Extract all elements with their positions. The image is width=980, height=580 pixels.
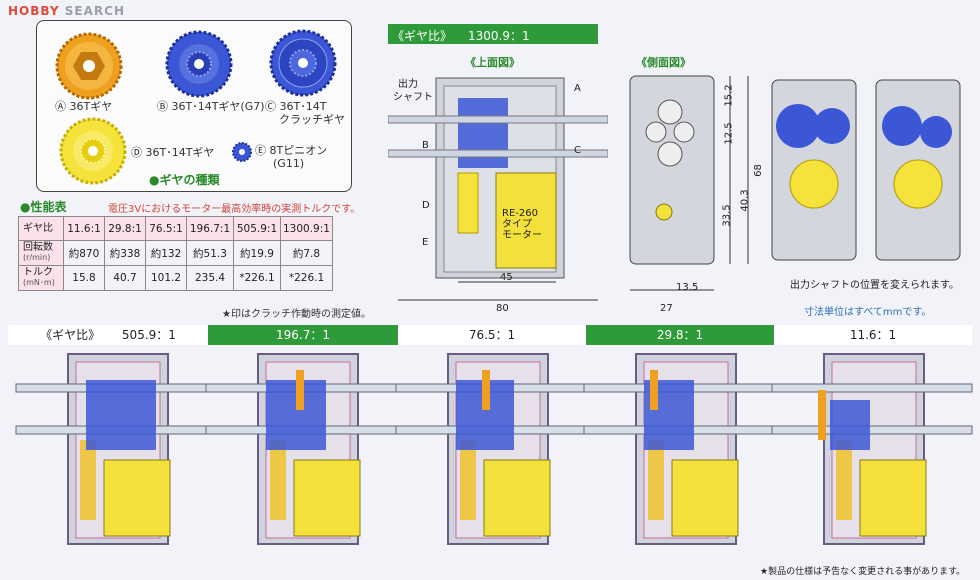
callout-d: D bbox=[422, 200, 430, 211]
bottom-ratio-label: 《ギヤ比》 bbox=[40, 328, 101, 342]
dim-33-5: 33.5 bbox=[721, 204, 733, 227]
ratio-cell: 29.8:1 bbox=[104, 216, 146, 241]
ratio-cell: 1300.9:1 bbox=[280, 216, 333, 241]
side-view-drawing bbox=[629, 75, 749, 291]
config-505-9 bbox=[15, 353, 217, 545]
pinion-e-icon bbox=[232, 142, 252, 162]
logo: HOBBY SEARCH bbox=[8, 4, 125, 18]
bottom-ratio-cell: 76.5：1 bbox=[398, 325, 586, 345]
ratio-cell: 196.7:1 bbox=[186, 216, 234, 241]
gear-a-label: Ⓐ 36Tギヤ bbox=[55, 100, 113, 113]
ratio-value: 76.5：1 bbox=[468, 328, 516, 342]
table-row: トルク(mN･m) 15.8 40.7 101.2 235.4 *226.1 *… bbox=[18, 265, 333, 291]
bottom-ratio-cell: 29.8：1 bbox=[586, 325, 774, 345]
ratio-cell: 505.9:1 bbox=[233, 216, 281, 241]
torque-cell: *226.1 bbox=[280, 265, 333, 291]
row-label-torque: トルク(mN･m) bbox=[18, 265, 64, 291]
dim-45: 45 bbox=[500, 272, 513, 283]
dim-15-2: 15.2 bbox=[723, 84, 735, 107]
table-footnote: ★印はクラッチ作動時の測定値。 bbox=[222, 309, 371, 320]
rpm-cell: 約338 bbox=[104, 240, 146, 266]
dim-80: 80 bbox=[496, 303, 509, 314]
ratio-cell: 76.5:1 bbox=[145, 216, 187, 241]
callout-c: C bbox=[574, 145, 581, 156]
alt-side-views bbox=[771, 79, 961, 261]
config-76-5 bbox=[395, 353, 597, 545]
rpm-cell: 約51.3 bbox=[186, 240, 234, 266]
dim-12-5: 12.5 bbox=[723, 122, 735, 145]
rpm-cell: 約870 bbox=[63, 240, 105, 266]
spec-note: 電圧3Vにおけるモーター最高効率時の実測トルクです。 bbox=[108, 204, 361, 215]
torque-cell: 235.4 bbox=[186, 265, 234, 291]
table-row: 回転数(r/min) 約870 約338 約132 約51.3 約19.9 約7… bbox=[18, 240, 333, 266]
ratio-cell: 11.6:1 bbox=[63, 216, 105, 241]
top-ratio-label: 《ギヤ比》 bbox=[392, 29, 453, 43]
row-label-ratio: ギヤ比 bbox=[18, 216, 64, 241]
spec-title: ●性能表 bbox=[20, 200, 67, 214]
callout-e: E bbox=[422, 237, 429, 248]
gear-e-sublabel: (G11) bbox=[273, 157, 305, 170]
output-shaft-label-1: 出力 bbox=[398, 79, 418, 90]
dim-13-5: 13.5 bbox=[676, 282, 699, 293]
callout-b: B bbox=[422, 140, 429, 151]
gear-c-label: Ⓒ 36T･14T bbox=[265, 100, 327, 113]
footer-note: ★製品の仕様は予告なく変更される事があります。 bbox=[760, 567, 966, 577]
config-29-8 bbox=[583, 353, 785, 545]
bottom-ratio-cell: 《ギヤ比》 505.9：1 bbox=[8, 325, 208, 345]
gear-e-label: Ⓔ 8Tピニオン bbox=[255, 144, 328, 157]
gear-b-label: Ⓑ 36T･14Tギヤ(G7) bbox=[157, 100, 265, 113]
config-11-6 bbox=[771, 353, 973, 545]
gearbox-configurations bbox=[15, 353, 973, 545]
torque-cell: *226.1 bbox=[233, 265, 281, 291]
top-view-title: 《上面図》 bbox=[465, 56, 520, 69]
ratio-value: 29.8：1 bbox=[656, 328, 704, 342]
torque-cell: 101.2 bbox=[145, 265, 187, 291]
rpm-cell: 約132 bbox=[145, 240, 187, 266]
gear-c-sublabel: クラッチギヤ bbox=[279, 113, 345, 126]
rpm-cell: 約19.9 bbox=[233, 240, 281, 266]
top-ratio-bar: 《ギヤ比》 1300.9：1 bbox=[388, 24, 598, 44]
top-view-drawing bbox=[388, 77, 608, 301]
gear-types-title: ●ギヤの種類 bbox=[149, 173, 220, 187]
dim-68: 68 bbox=[752, 164, 764, 177]
rpm-cell: 約7.8 bbox=[280, 240, 333, 266]
gear-b-icon bbox=[165, 30, 233, 98]
torque-cell: 15.8 bbox=[63, 265, 105, 291]
callout-a: A bbox=[574, 83, 581, 94]
gear-illustrations bbox=[55, 29, 337, 185]
gear-d-icon bbox=[59, 117, 127, 185]
spec-table: ギヤ比 11.6:1 29.8:1 76.5:1 196.7:1 505.9:1… bbox=[18, 216, 333, 291]
ratio-value: 505.9：1 bbox=[121, 328, 176, 342]
output-position-note: 出力シャフトの位置を変えられます。 bbox=[790, 280, 959, 291]
top-ratio-value: 1300.9：1 bbox=[468, 29, 530, 43]
table-row: ギヤ比 11.6:1 29.8:1 76.5:1 196.7:1 505.9:1… bbox=[18, 216, 333, 241]
bottom-ratio-cell: 196.7：1 bbox=[208, 325, 398, 345]
bottom-ratio-cell: 11.6：1 bbox=[774, 325, 972, 345]
units-note: 寸法単位はすべてmmです。 bbox=[804, 307, 932, 318]
dim-40-3: 40.3 bbox=[739, 189, 751, 212]
config-196-7 bbox=[205, 353, 407, 545]
gear-types-panel: Ⓐ 36Tギヤ Ⓑ 36T･14Tギヤ(G7) Ⓒ 36T･14T クラッチギヤ… bbox=[36, 20, 352, 192]
gear-a-icon bbox=[55, 32, 123, 100]
ratio-value: 11.6：1 bbox=[849, 328, 897, 342]
dim-27: 27 bbox=[660, 303, 673, 314]
output-shaft-label-2: シャフト bbox=[393, 92, 433, 103]
side-view-title: 《側面図》 bbox=[636, 56, 691, 69]
gear-d-label: Ⓓ 36T･14Tギヤ bbox=[131, 146, 215, 159]
ratio-value: 196.7：1 bbox=[276, 328, 330, 342]
torque-cell: 40.7 bbox=[104, 265, 146, 291]
gear-c-icon bbox=[269, 29, 337, 97]
row-label-rpm: 回転数(r/min) bbox=[18, 240, 64, 266]
